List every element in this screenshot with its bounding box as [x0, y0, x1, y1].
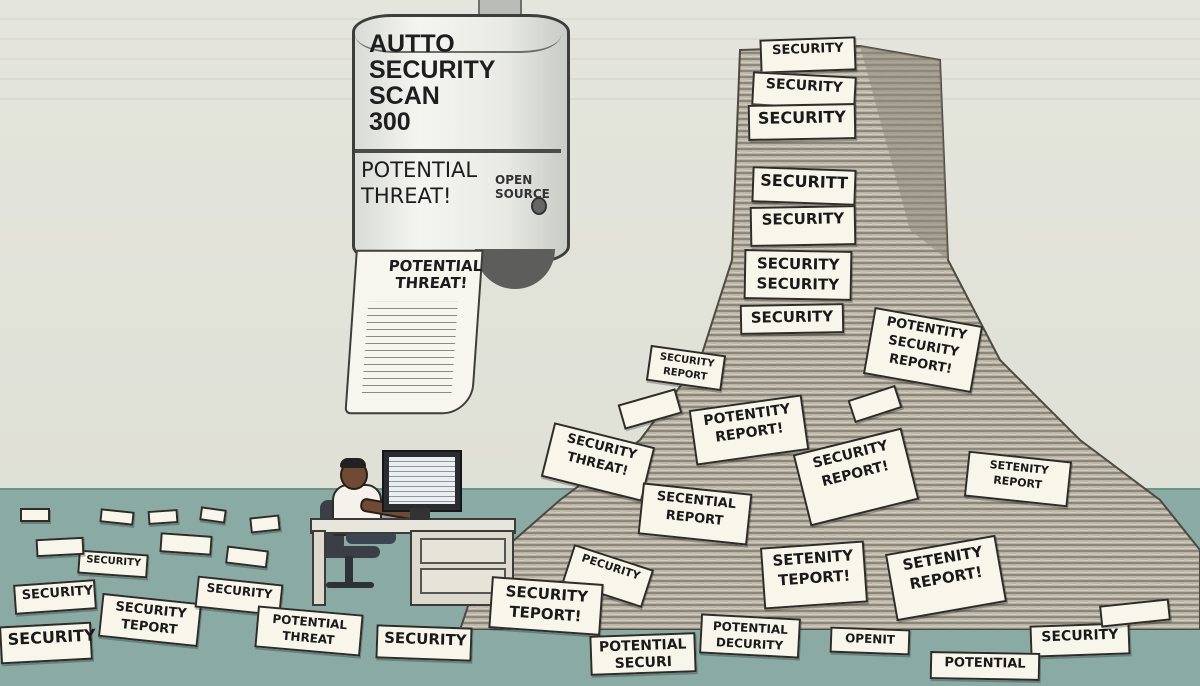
- monitor-screen: [389, 457, 455, 504]
- floor-paper: [249, 514, 281, 534]
- desk-leg: [312, 530, 326, 606]
- floor-doc-13: POTENTIAL: [929, 651, 1041, 681]
- scanner-title: AUTTO SECURITY SCAN 300: [369, 30, 496, 136]
- threat-printout: POTENTIAL THREAT!: [344, 249, 484, 415]
- floor-doc-1: SECURITY: [0, 621, 96, 665]
- desk-drawer: [420, 538, 506, 564]
- chair-seat: [320, 546, 380, 558]
- floor-doc-9: POTENTIAL SECURI: [589, 632, 697, 676]
- chair-leg: [345, 556, 353, 584]
- printout-text: POTENTIAL THREAT!: [388, 256, 483, 292]
- chair-base: [326, 582, 374, 588]
- scanner-band: [355, 149, 561, 153]
- scanner-knob-icon: [531, 197, 547, 215]
- scanner-cap: [355, 17, 561, 53]
- tower-doc-1: SECURITY: [759, 36, 857, 74]
- floor-doc-7: SECURITY: [375, 624, 473, 662]
- tower-doc-4: SECURITT: [751, 166, 857, 206]
- floor-doc-4: SECURITY: [77, 549, 149, 579]
- security-scanner: AUTTO SECURITY SCAN 300 POTENTIAL THREAT…: [352, 14, 570, 289]
- tower-doc-6: SECURITY SECURITY: [743, 249, 853, 301]
- scanner-threat-label: POTENTIAL THREAT!: [361, 158, 478, 208]
- tower-doc-3: SECURITY: [747, 103, 857, 141]
- monitor-stand: [410, 508, 430, 520]
- floor-doc-11: OPENIT: [829, 626, 911, 656]
- floor-paper: [147, 508, 179, 526]
- ceiling-lines: [0, 0, 1200, 110]
- floor-doc-2: SECURITY: [13, 579, 97, 615]
- computer-monitor: [382, 450, 462, 512]
- tower-doc-5: SECURITY: [749, 205, 857, 247]
- floor-paper: [35, 536, 85, 558]
- scanner-side-label: OPEN SOURCE: [495, 173, 550, 201]
- floor-doc-10: POTENTIAL DECURITY: [699, 613, 801, 659]
- desk: [310, 518, 516, 606]
- floor-doc-8: SECURITY TEPORT!: [488, 576, 604, 636]
- tower-doc-7: SECURITY: [739, 303, 845, 335]
- floor-doc-12: SECURITY: [1029, 622, 1131, 658]
- floor-paper: [20, 508, 50, 522]
- tower-doc-15: SETENITY TEPORT!: [759, 540, 869, 610]
- floor-paper: [159, 532, 213, 556]
- printout-lines: [361, 301, 458, 399]
- person-hair: [340, 458, 366, 468]
